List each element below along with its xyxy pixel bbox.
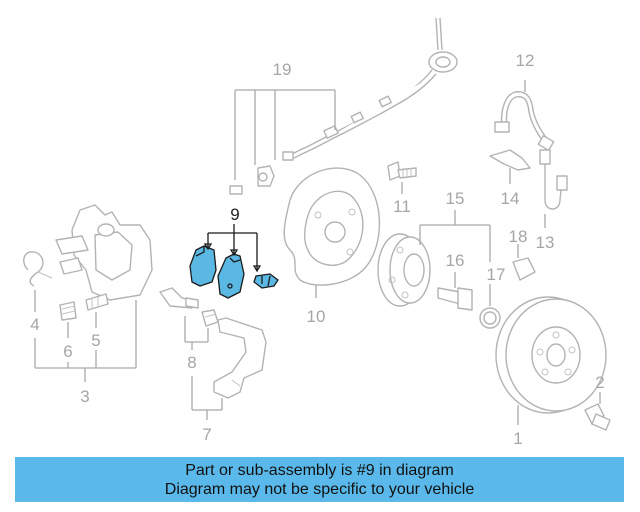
callout-19-leader: [234, 89, 336, 180]
part-12-brake-hose: [494, 91, 555, 152]
part-4-spring: [23, 251, 53, 287]
callout-1: 1: [513, 429, 522, 448]
callout-15: 15: [446, 189, 465, 208]
callout-6: 6: [63, 342, 72, 361]
callout-18: 18: [509, 227, 528, 246]
callout-4: 4: [30, 315, 39, 334]
callout-7: 7: [202, 425, 211, 444]
part-8-guide-pins: [159, 287, 219, 327]
part-7-carrier: [213, 317, 267, 399]
callout-8: 8: [187, 353, 196, 372]
part-15-hub: [377, 233, 431, 307]
part-5-bleeder: [85, 293, 109, 311]
part-14-clip: [489, 149, 531, 171]
callout-3: 3: [80, 387, 89, 406]
callout-11: 11: [393, 197, 411, 216]
callout-19: 19: [273, 60, 292, 79]
callout-9: 9: [230, 205, 239, 224]
callout-5: 5: [91, 331, 100, 350]
callout-2: 2: [595, 373, 604, 392]
banner-line-2: Diagram may not be specific to your vehi…: [164, 481, 475, 498]
callout-16: 16: [446, 251, 465, 270]
banner-line-1: Part or sub-assembly is #9 in diagram: [185, 462, 454, 479]
callout-17: 17: [487, 265, 506, 284]
part-16-hub-bolt: [437, 287, 473, 311]
callout-13: 13: [536, 233, 555, 252]
part-10-backing-plate: [283, 167, 381, 286]
part-13-brake-line: [539, 149, 568, 210]
info-banner: Part or sub-assembly is #9 in diagram Di…: [15, 457, 624, 502]
part-1-brake-disc: [495, 296, 607, 414]
part-6-boot: [59, 301, 77, 321]
part-18-bracket: [512, 257, 536, 281]
callout-10: 10: [307, 307, 326, 326]
part-17-cap: [479, 307, 501, 329]
caliper-assembly: [55, 204, 153, 301]
parts-diagram: 19 12 14 13 11 10: [23, 17, 611, 448]
part-2-wheel-bolt: [584, 403, 611, 431]
part-19-abs-sensor-wire: [229, 17, 458, 195]
callout-12: 12: [516, 51, 535, 70]
callout-14: 14: [501, 189, 520, 208]
part-11-bolt: [387, 161, 417, 181]
callout-9-leader: [207, 224, 258, 270]
